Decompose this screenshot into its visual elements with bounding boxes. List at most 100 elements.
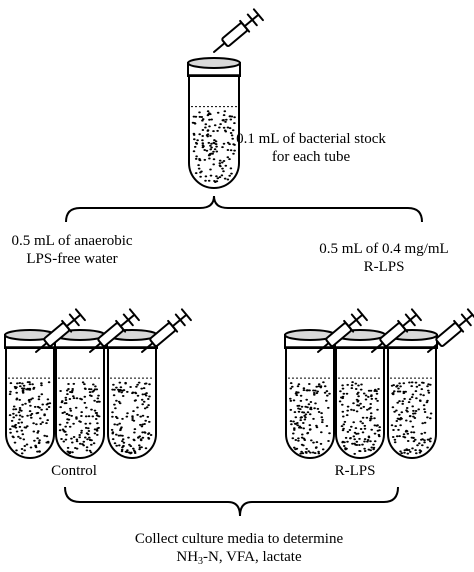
bacteria-dot [39, 423, 43, 425]
bacteria-dot [92, 383, 95, 386]
bacteria-dot [362, 405, 366, 408]
bacteria-dot [302, 427, 306, 430]
bacteria-dot [36, 431, 39, 434]
bacteria-dot [32, 430, 36, 433]
bacteria-dot [120, 391, 123, 394]
bacteria-dot [64, 438, 68, 441]
bacteria-dot [35, 423, 38, 426]
bacteria-dot [121, 440, 124, 443]
bacteria-dot [63, 411, 66, 414]
bacteria-dot [203, 158, 207, 161]
bacteria-dot [405, 409, 408, 412]
bacteria-dot [338, 400, 342, 403]
bacteria-dot [194, 172, 198, 175]
syringe-needle [141, 342, 154, 353]
bacteria-dot [397, 428, 400, 431]
bacteria-dot [359, 402, 362, 405]
bacteria-dot [317, 452, 321, 455]
bacteria-dot [300, 443, 304, 446]
bacteria-dot [420, 438, 423, 441]
bacteria-dot [198, 159, 202, 162]
bacteria-dot [358, 450, 362, 453]
bacteria-dot [128, 443, 131, 446]
bacteria-dot [144, 394, 148, 397]
bacteria-dot [84, 426, 88, 429]
bacteria-dot [31, 397, 34, 400]
bacteria-dot [117, 400, 121, 403]
bacteria-dot [342, 445, 346, 447]
bacteria-dot [192, 115, 196, 118]
syringe-plunger-head [180, 308, 192, 322]
bacteria-dot [233, 143, 236, 146]
bacteria-dot [211, 152, 214, 155]
bacteria-dot [394, 425, 398, 428]
treatment-group-label: R-LPS [334, 463, 376, 479]
bacteria-dot [113, 442, 117, 445]
bacteria-dot [69, 409, 73, 412]
bacteria-dots [191, 110, 236, 183]
bacteria-dot [37, 430, 40, 433]
bacteria-dot [38, 439, 41, 442]
bacteria-dot [403, 449, 407, 452]
bacteria-dot [228, 115, 232, 118]
bacteria-dot [221, 161, 224, 164]
bacteria-dot [147, 436, 150, 439]
bacteria-dot [315, 446, 318, 449]
bacteria-dot [122, 441, 126, 444]
bacteria-dot [72, 436, 76, 438]
bacteria-dot [20, 448, 24, 450]
bacteria-dot [378, 426, 382, 429]
bacteria-dots [338, 381, 382, 455]
bacteria-dot [111, 411, 114, 414]
bacteria-dot [425, 401, 429, 404]
bacteria-dot [15, 449, 18, 452]
bacteria-dot [401, 402, 405, 405]
bacteria-dot [208, 125, 211, 128]
bacteria-dot [420, 432, 424, 435]
bacteria-dot [38, 450, 41, 453]
bacteria-dot [14, 408, 18, 411]
bacteria-dot [213, 180, 216, 182]
syringe-needle [427, 342, 440, 353]
bacteria-dot [404, 390, 408, 393]
bacteria-dot [116, 423, 119, 426]
bacteria-dot [308, 424, 312, 427]
bacteria-dot [111, 388, 114, 391]
bacteria-dot [414, 390, 418, 393]
bacteria-dot [423, 441, 426, 444]
bacteria-dot [293, 411, 297, 414]
bacteria-dot [300, 405, 304, 408]
bacteria-dot [209, 134, 212, 137]
bacteria-dot [208, 157, 211, 160]
bacteria-dot [297, 410, 301, 413]
bacteria-dot [363, 438, 367, 441]
bacteria-dot [141, 403, 144, 406]
bacteria-dot [78, 442, 82, 445]
bacteria-dot [427, 389, 430, 392]
bacteria-dot [312, 417, 315, 420]
bacteria-dot [390, 424, 394, 427]
bacteria-dot [21, 382, 24, 385]
syringe-plunger-ring [68, 313, 80, 327]
bacteria-dot [28, 383, 32, 386]
bacteria-dot [14, 414, 18, 417]
bacteria-dot [18, 418, 21, 421]
bacteria-dot [402, 392, 406, 395]
bacteria-dot [200, 116, 204, 118]
bacteria-dot [83, 387, 87, 390]
bacteria-dot [309, 408, 313, 411]
bacteria-dot [130, 451, 133, 454]
bacteria-dot [299, 419, 303, 422]
bacteria-dot [320, 431, 323, 434]
bacteria-dot [358, 444, 361, 446]
bacteria-dot [206, 110, 210, 113]
bacteria-dot [346, 383, 350, 386]
bacteria-dot [291, 437, 295, 440]
bacteria-dot [115, 433, 118, 436]
bacteria-dot [411, 393, 415, 396]
bacteria-dot [307, 450, 311, 453]
bacteria-dot [111, 438, 115, 441]
bacteria-dot [12, 436, 15, 439]
bacteria-dot [133, 452, 137, 454]
bacteria-dot [361, 443, 364, 446]
